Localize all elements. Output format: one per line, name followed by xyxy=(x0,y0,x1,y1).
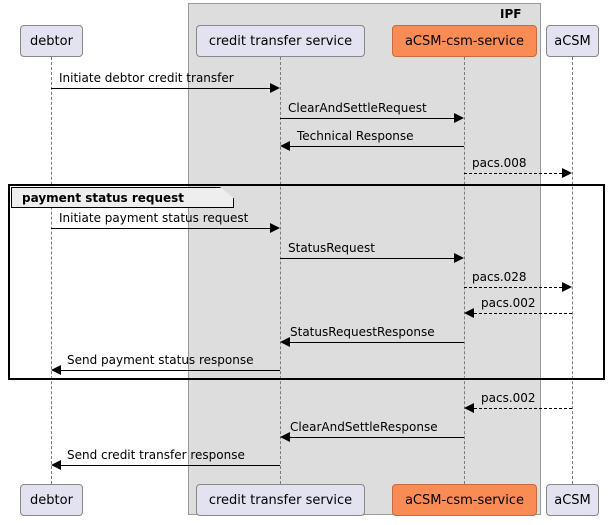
message-label-7: pacs.028 xyxy=(472,270,527,284)
message-arrowhead-4 xyxy=(562,168,572,178)
participant-acsm-csm-service-top-label: aCSM-csm-service xyxy=(404,33,525,49)
message-arrowhead-2 xyxy=(454,113,464,123)
message-line-12 xyxy=(285,437,464,438)
message-label-5: Initiate payment status request xyxy=(59,211,249,225)
lifeline-acsm xyxy=(572,57,573,484)
lifeline-acsm-csm-service xyxy=(464,57,465,484)
message-arrowhead-11 xyxy=(464,403,474,413)
message-label-12: ClearAndSettleResponse xyxy=(290,420,438,434)
message-label-10: Send payment status response xyxy=(67,353,254,367)
message-arrowhead-6 xyxy=(454,253,464,263)
message-label-4: pacs.008 xyxy=(472,156,527,170)
message-label-8: pacs.002 xyxy=(481,296,536,310)
message-arrowhead-5 xyxy=(270,223,280,233)
message-label-9: StatusRequestResponse xyxy=(290,325,435,339)
participant-debtor-bottom[interactable]: debtor xyxy=(20,484,83,516)
message-line-6 xyxy=(280,258,459,259)
fragment-payment-status-request-label: payment status request xyxy=(11,187,234,208)
group-box-ipf xyxy=(188,3,541,515)
participant-debtor-top[interactable]: debtor xyxy=(20,25,83,57)
participant-acsm-bottom-label: aCSM xyxy=(554,492,591,508)
message-arrowhead-3 xyxy=(280,141,290,151)
participant-debtor-bottom-label: debtor xyxy=(30,492,73,508)
message-label-6: StatusRequest xyxy=(288,241,375,255)
participant-acsm-csm-service-top[interactable]: aCSM-csm-service xyxy=(392,25,537,57)
message-arrowhead-8 xyxy=(464,308,474,318)
participant-acsm-top[interactable]: aCSM xyxy=(546,25,599,57)
message-line-3 xyxy=(285,146,464,147)
message-arrowhead-10 xyxy=(51,365,61,375)
message-line-5 xyxy=(51,228,275,229)
participant-credit-transfer-service-bottom-label: credit transfer service xyxy=(208,492,353,508)
message-line-4 xyxy=(464,173,567,174)
message-line-1 xyxy=(51,88,275,89)
message-label-1: Initiate debtor credit transfer xyxy=(59,71,234,85)
lifeline-debtor xyxy=(51,57,52,484)
message-line-11 xyxy=(469,408,572,409)
message-label-13: Send credit transfer response xyxy=(67,448,245,462)
participant-credit-transfer-service-top-label: credit transfer service xyxy=(208,33,353,49)
participant-credit-transfer-service-bottom[interactable]: credit transfer service xyxy=(196,484,365,516)
participant-acsm-csm-service-bottom[interactable]: aCSM-csm-service xyxy=(392,484,537,516)
message-line-9 xyxy=(285,342,464,343)
participant-debtor-top-label: debtor xyxy=(30,33,73,49)
message-arrowhead-13 xyxy=(51,460,61,470)
message-label-2: ClearAndSettleRequest xyxy=(288,101,427,115)
participant-acsm-csm-service-bottom-label: aCSM-csm-service xyxy=(404,492,525,508)
message-line-2 xyxy=(280,118,459,119)
message-arrowhead-1 xyxy=(270,83,280,93)
message-arrowhead-9 xyxy=(280,337,290,347)
message-line-8 xyxy=(469,313,572,314)
group-box-ipf-label: IPF xyxy=(500,7,522,21)
message-arrowhead-7 xyxy=(562,282,572,292)
message-line-13 xyxy=(56,465,280,466)
participant-acsm-bottom[interactable]: aCSM xyxy=(546,484,599,516)
message-line-7 xyxy=(464,287,567,288)
message-label-11: pacs.002 xyxy=(481,391,536,405)
lifeline-credit-transfer-service xyxy=(280,57,281,484)
message-arrowhead-12 xyxy=(280,432,290,442)
message-label-3: Technical Response xyxy=(297,129,414,143)
message-line-10 xyxy=(56,370,280,371)
fragment-label-text: payment status request xyxy=(22,190,185,205)
participant-credit-transfer-service-top[interactable]: credit transfer service xyxy=(196,25,365,57)
participant-acsm-top-label: aCSM xyxy=(554,33,591,49)
